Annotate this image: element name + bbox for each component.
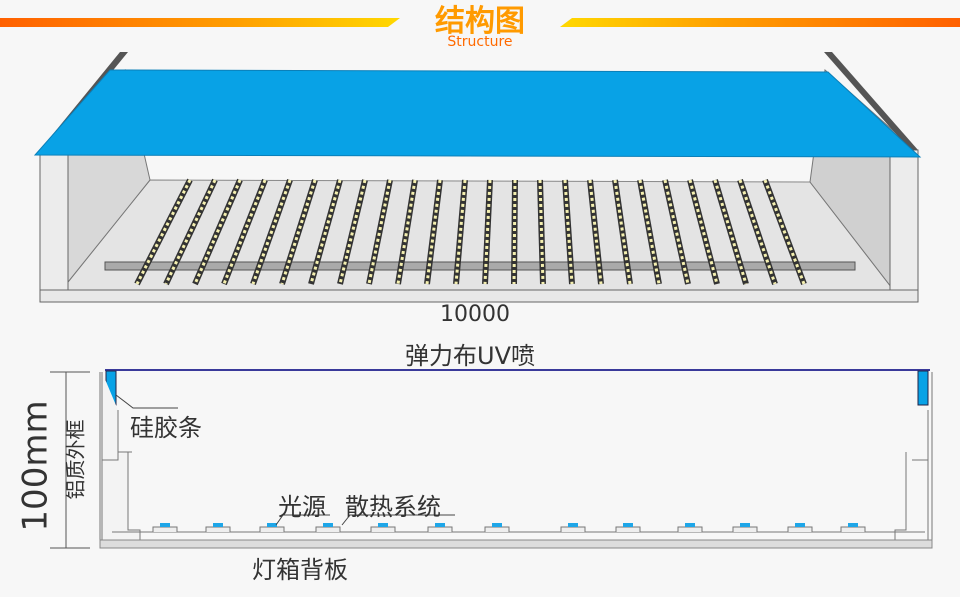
led-strip xyxy=(337,179,368,285)
led-strip xyxy=(612,179,633,285)
aluminum-frame-label: 铝质外框 xyxy=(63,419,88,500)
bottom-frame xyxy=(39,289,919,303)
led-unit xyxy=(315,523,341,532)
led-unit xyxy=(370,523,396,532)
led-unit xyxy=(205,523,231,532)
right-frame-profile xyxy=(889,149,919,303)
led-strip xyxy=(424,179,443,285)
led-unit xyxy=(840,523,866,532)
led-strip-chips xyxy=(164,179,217,285)
led-strip-chips xyxy=(280,179,317,285)
led-strip-chips xyxy=(222,179,267,285)
led-strip xyxy=(395,179,418,285)
led-strip xyxy=(366,179,393,285)
led-rail xyxy=(104,261,856,271)
right-frame-top xyxy=(824,52,918,150)
led-unit xyxy=(615,523,641,532)
led-strip xyxy=(637,179,662,285)
height-label: 100mm xyxy=(15,400,56,532)
led-unit xyxy=(787,523,813,532)
led-unit xyxy=(484,523,510,532)
led-unit xyxy=(677,523,703,532)
back-panel-label: 灯箱背板 xyxy=(252,556,348,584)
lightbox-3d-view xyxy=(33,52,922,303)
led-strip-chips xyxy=(251,179,292,285)
led-strip-chips xyxy=(512,179,517,285)
led-strip-chips xyxy=(454,179,467,285)
cross-section-view xyxy=(50,369,933,549)
led-strip-chips xyxy=(483,179,492,285)
leader-light xyxy=(275,514,330,526)
led-unit xyxy=(427,523,453,532)
led-strip xyxy=(687,179,720,285)
header-bar-right xyxy=(560,18,960,27)
led-unit xyxy=(152,523,178,532)
led-strip-chips xyxy=(763,179,806,285)
leader-heatsink xyxy=(341,514,455,526)
led-strip xyxy=(537,179,546,285)
led-strip-chips xyxy=(193,179,242,285)
light-source-label: 光源 xyxy=(278,493,326,521)
led-strip-chips xyxy=(538,179,545,285)
header-bar-left xyxy=(0,18,400,27)
led-strips xyxy=(134,178,807,286)
led-strip xyxy=(587,179,604,285)
led-strip-chips xyxy=(738,179,777,285)
led-strip xyxy=(511,179,518,285)
led-strip-chips xyxy=(563,179,574,285)
led-strip xyxy=(662,179,691,285)
led-strip-chips xyxy=(713,179,748,285)
page-subtitle: Structure xyxy=(447,34,513,50)
leader-silicone xyxy=(115,394,178,409)
led-strip xyxy=(308,179,343,285)
led-units xyxy=(152,523,866,532)
page-title: 结构图 xyxy=(435,4,525,39)
led-unit xyxy=(560,523,586,532)
width-label: 10000 xyxy=(440,302,510,327)
heat-sink-label: 散热系统 xyxy=(345,493,441,521)
led-unit xyxy=(732,523,758,532)
led-strip-chips xyxy=(135,179,192,285)
back-panel xyxy=(99,539,933,549)
silicone-strip-label: 硅胶条 xyxy=(130,414,202,442)
fabric-label: 弹力布UV喷 xyxy=(405,342,535,370)
led-unit xyxy=(259,523,285,532)
left-frame-profile xyxy=(39,149,69,303)
uv-fabric-panel xyxy=(33,69,922,158)
silicone-strip-right xyxy=(917,370,929,406)
